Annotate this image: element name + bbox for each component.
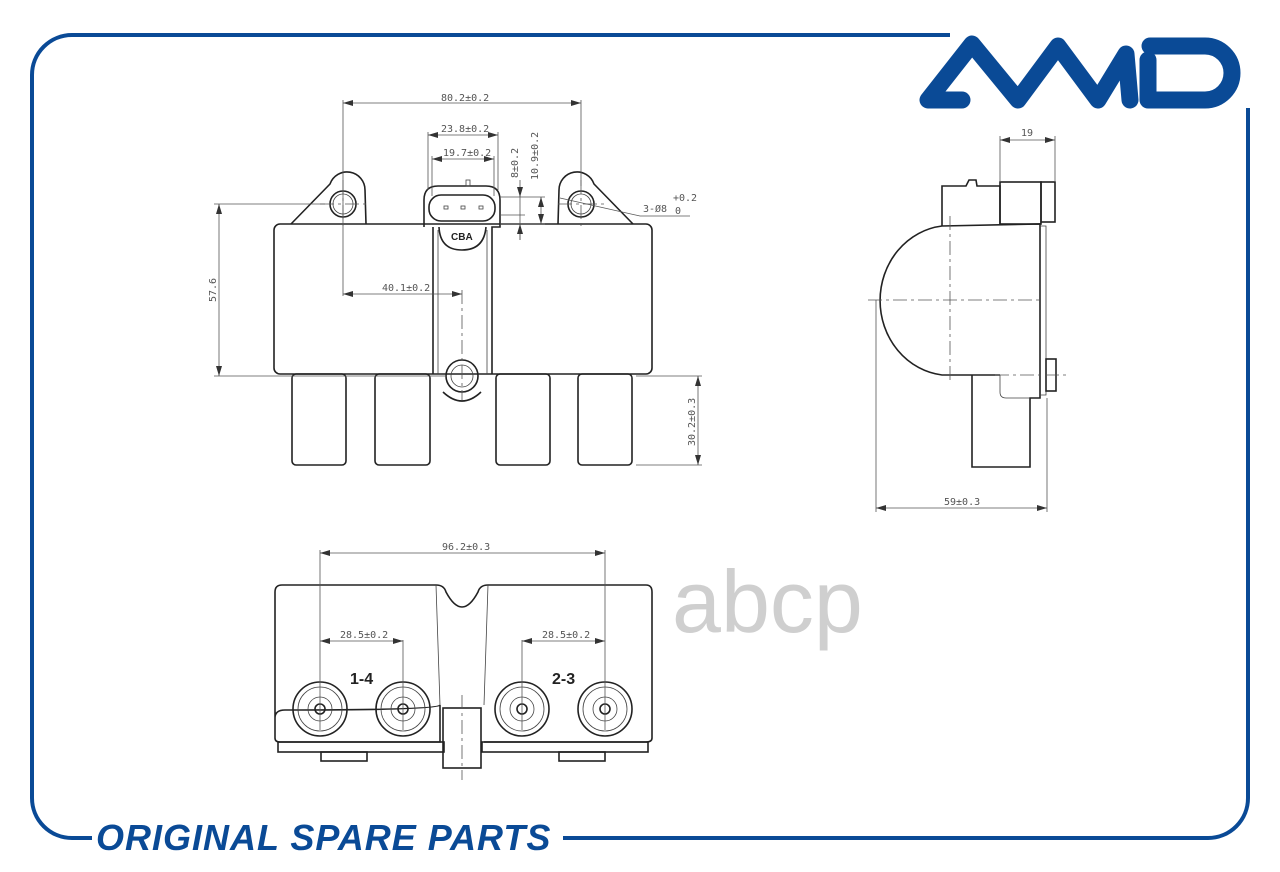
tagline: ORIGINAL SPARE PARTS <box>96 817 551 858</box>
dim-80-2: 80.2±0.2 <box>441 93 489 104</box>
connector-label: CBA <box>451 232 473 243</box>
dim-30-2: 30.2±0.3 <box>687 398 698 446</box>
dim-hole-spec: 3-Ø8 <box>643 203 667 215</box>
watermark: abcp <box>672 552 863 651</box>
dim-28-5-left: 28.5±0.2 <box>340 630 388 641</box>
bottom-view: 1-4 2-3 96.2±0.3 28.5±0.2 28.5±0.2 <box>274 542 653 780</box>
dim-19: 19 <box>1021 128 1033 139</box>
dim-hole-tol-lower: 0 <box>675 206 681 217</box>
dim-23-8: 23.8±0.2 <box>441 124 489 135</box>
border-frame <box>30 33 1250 840</box>
pair-label-1-4: 1-4 <box>350 671 373 688</box>
dim-59: 59±0.3 <box>944 497 980 508</box>
amd-logo <box>919 35 1241 109</box>
dim-96-2: 96.2±0.3 <box>442 542 490 553</box>
dim-10-9: 10.9±0.2 <box>530 132 541 180</box>
front-view: CBA 80.2±0.2 23.8±0.2 19.7±0.2 8±0.2 10.… <box>208 93 702 466</box>
dim-hole-tol-upper: +0.2 <box>673 193 697 204</box>
dim-57-6: 57.6 <box>208 278 219 302</box>
pair-label-2-3: 2-3 <box>552 671 575 688</box>
dim-40-1: 40.1±0.2 <box>382 283 430 294</box>
dim-28-5-right: 28.5±0.2 <box>542 630 590 641</box>
dim-8: 8±0.2 <box>510 148 521 178</box>
dim-19-7: 19.7±0.2 <box>443 148 491 159</box>
side-view: 19 59±0.3 <box>868 128 1068 512</box>
